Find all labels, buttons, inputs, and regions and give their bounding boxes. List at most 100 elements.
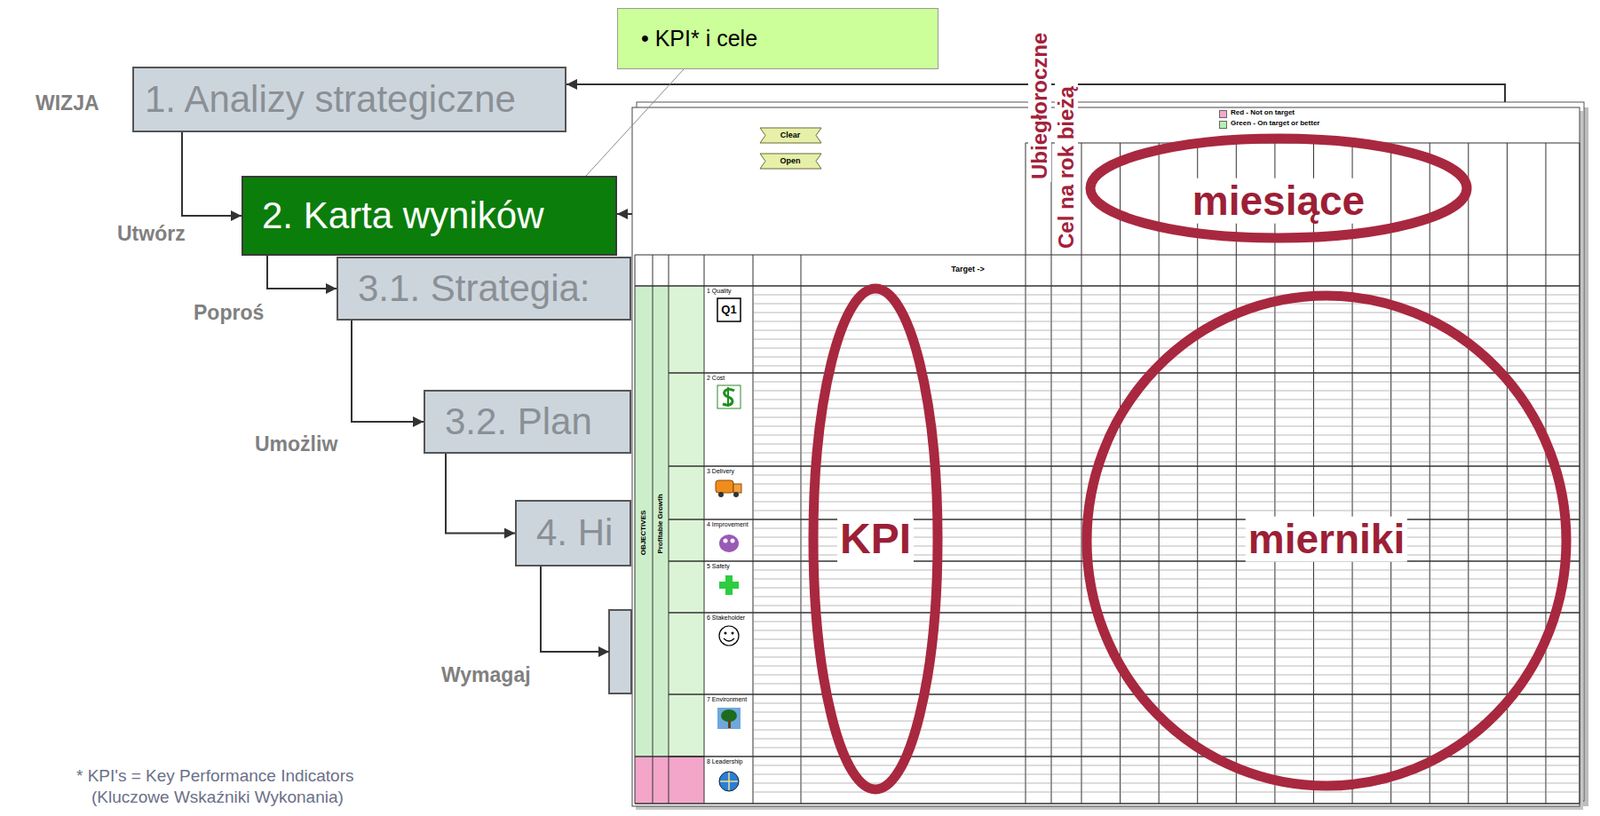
- category-label: 5 Safety: [706, 562, 730, 571]
- grid-row-line: [752, 435, 1580, 436]
- grid-line: [668, 611, 1580, 614]
- stakeholder-icon: [731, 632, 735, 635]
- grid-row-line: [752, 738, 1580, 740]
- grid-row-line: [752, 783, 1580, 785]
- grid-row-line: [752, 483, 1580, 485]
- column-header: Ubiegłoroczne: [1028, 30, 1052, 183]
- category-column: [668, 285, 705, 757]
- grid-row-line: [752, 657, 1580, 658]
- grid-row-line: [752, 475, 1580, 476]
- icon-label: Q1: [720, 303, 737, 317]
- legend-swatch: [1219, 110, 1228, 119]
- grid-line: [634, 254, 1580, 256]
- highlight-ellipses: [813, 138, 1567, 790]
- quality-icon: [717, 298, 741, 322]
- legend-text: Green - On target or better: [1230, 119, 1320, 128]
- hidden-process-box: [609, 609, 632, 694]
- grid-row-line: [752, 452, 1580, 454]
- grid-row-line: [752, 578, 1580, 580]
- grid-line: [634, 254, 636, 804]
- delivery-icon: [715, 480, 734, 493]
- feedback-connector: [617, 213, 633, 215]
- grid-line: [652, 254, 654, 804]
- grid-row-line: [752, 587, 1580, 589]
- grid-row-line: [752, 408, 1580, 410]
- process-box: 3.1. Strategia:: [336, 256, 632, 321]
- grid-row-line: [752, 461, 1580, 463]
- grid-row-line: [752, 648, 1580, 650]
- grid-row-line: [752, 630, 1580, 632]
- grid-row-line: [752, 348, 1580, 349]
- grid-row-line: [752, 596, 1580, 598]
- front-sheet: [632, 107, 1580, 807]
- grid-line: [668, 560, 1580, 563]
- category-label: 2 Cost: [706, 374, 725, 382]
- table-cell: OBJECTIVES: [640, 510, 649, 556]
- flow-connector: [445, 453, 515, 534]
- objective-column: [634, 285, 669, 757]
- node-text: 3.2. Plan: [444, 400, 593, 444]
- grid-row-line: [752, 765, 1580, 767]
- environment-icon: [717, 707, 741, 729]
- grid-row-line: [752, 321, 1580, 323]
- grid-row-line: [752, 426, 1580, 428]
- category-label: 3 Delivery: [706, 467, 735, 476]
- process-box: 3.2. Plan: [423, 389, 632, 454]
- grid-row-line: [752, 417, 1580, 419]
- grid-line: [634, 285, 1580, 287]
- node-text: 1. Analizy strategiczne: [144, 78, 516, 121]
- stakeholder-icon: [719, 625, 739, 646]
- grid-row-line: [752, 303, 1580, 305]
- process-box: 4. Hi: [514, 499, 632, 567]
- scorecard-sheet: [632, 102, 1589, 810]
- delivery-icon: [733, 491, 739, 498]
- grid-line: [1081, 142, 1083, 804]
- highlight-ellipse: [1086, 295, 1567, 786]
- grid-row-line: [752, 501, 1580, 503]
- button-label: Open: [779, 157, 800, 167]
- category-label: 4 Improvement: [706, 521, 749, 529]
- edge-label: Utwórz: [117, 222, 186, 246]
- highlight-label: mierniki: [1245, 516, 1408, 563]
- edge-label: Poproś: [193, 301, 264, 325]
- cost-icon: [717, 385, 741, 409]
- grid-line: [668, 518, 1580, 521]
- category-icons: [715, 298, 742, 792]
- button-banner: [760, 127, 822, 143]
- flow-connector: [351, 320, 424, 422]
- grid-row-line: [752, 621, 1580, 623]
- environment-icon: [728, 720, 731, 729]
- legend-swatch: [1219, 120, 1228, 129]
- grid-line: [668, 254, 670, 804]
- highlight-ellipse: [1090, 138, 1467, 238]
- process-box: 1. Analizy strategiczne: [132, 66, 567, 133]
- grid-row-line: [752, 399, 1580, 401]
- improvement-icon: [730, 538, 736, 544]
- grid-line: [1544, 142, 1546, 804]
- node-text: • KPI* i cele: [641, 25, 758, 52]
- grid-row-line: [752, 683, 1580, 685]
- grid-line: [1119, 142, 1121, 804]
- improvement-icon: [723, 538, 729, 544]
- grid-row-line: [752, 312, 1580, 314]
- grid-line: [1025, 142, 1027, 804]
- node-text: 3.1. Strategia:: [357, 267, 591, 310]
- grid-line: [668, 372, 1580, 374]
- category-label: 7 Environment: [706, 696, 747, 704]
- button-label: Clear: [780, 131, 801, 141]
- grid-line: [634, 802, 1580, 805]
- leader-line: [586, 69, 684, 176]
- delivery-icon: [733, 483, 742, 493]
- highlight-ellipse: [813, 288, 938, 790]
- grid-row-line: [752, 510, 1580, 512]
- node-text: 2. Karta wyników: [261, 194, 544, 238]
- stakeholder-icon: [724, 632, 728, 635]
- grid-row-line: [752, 774, 1580, 776]
- column-header: Cel na rok bieżą: [1054, 83, 1078, 252]
- grid-row-line: [752, 443, 1580, 445]
- flow-connector: [182, 132, 242, 216]
- grid-row-line: [752, 605, 1580, 607]
- callout-box: • KPI* i cele: [617, 7, 939, 70]
- grid-line: [704, 254, 705, 804]
- grid-row-line: [752, 674, 1580, 676]
